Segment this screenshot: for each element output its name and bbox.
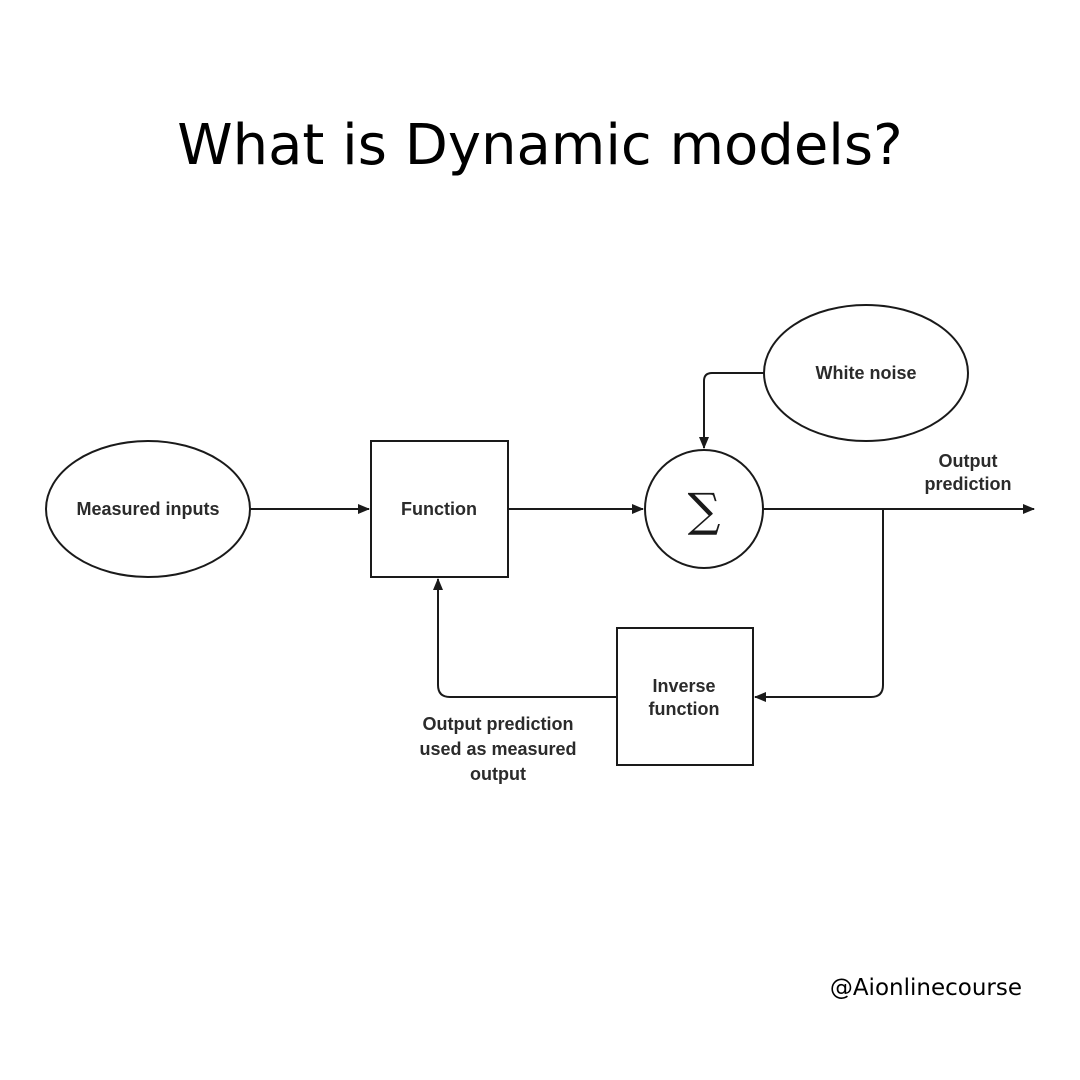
function-label: Function bbox=[401, 499, 477, 519]
feedback-note-line-1: Output prediction bbox=[423, 714, 574, 734]
summation-node: ∑ bbox=[644, 449, 764, 569]
edge-output-to-inverse-function bbox=[754, 509, 884, 702]
measured-inputs-node: Measured inputs bbox=[45, 440, 251, 578]
white-noise-label: White noise bbox=[815, 363, 916, 383]
edge-white-noise-to-summation bbox=[699, 372, 764, 449]
inverse-function-node: Inverse function bbox=[616, 627, 754, 766]
output-prediction-line-1: Output bbox=[939, 451, 998, 471]
feedback-note-label: Output prediction used as measured outpu… bbox=[419, 714, 576, 784]
inverse-function-box bbox=[616, 627, 754, 766]
output-prediction-line-2: prediction bbox=[924, 474, 1011, 494]
measured-inputs-label: Measured inputs bbox=[76, 499, 219, 519]
page-title: What is Dynamic models? bbox=[177, 113, 903, 178]
white-noise-node: White noise bbox=[763, 304, 969, 442]
inverse-function-label-line-2: function bbox=[649, 699, 720, 719]
summation-symbol: ∑ bbox=[688, 483, 721, 537]
footer-handle: @Aionlinecourse bbox=[829, 975, 1022, 1001]
feedback-note-line-2: used as measured bbox=[419, 739, 576, 759]
output-prediction-label: Output prediction bbox=[924, 451, 1011, 494]
edge-inverse-function-to-function bbox=[433, 578, 617, 698]
function-node: Function bbox=[370, 440, 509, 578]
inverse-function-label-line-1: Inverse bbox=[652, 676, 715, 696]
feedback-note-line-3: output bbox=[470, 764, 526, 784]
